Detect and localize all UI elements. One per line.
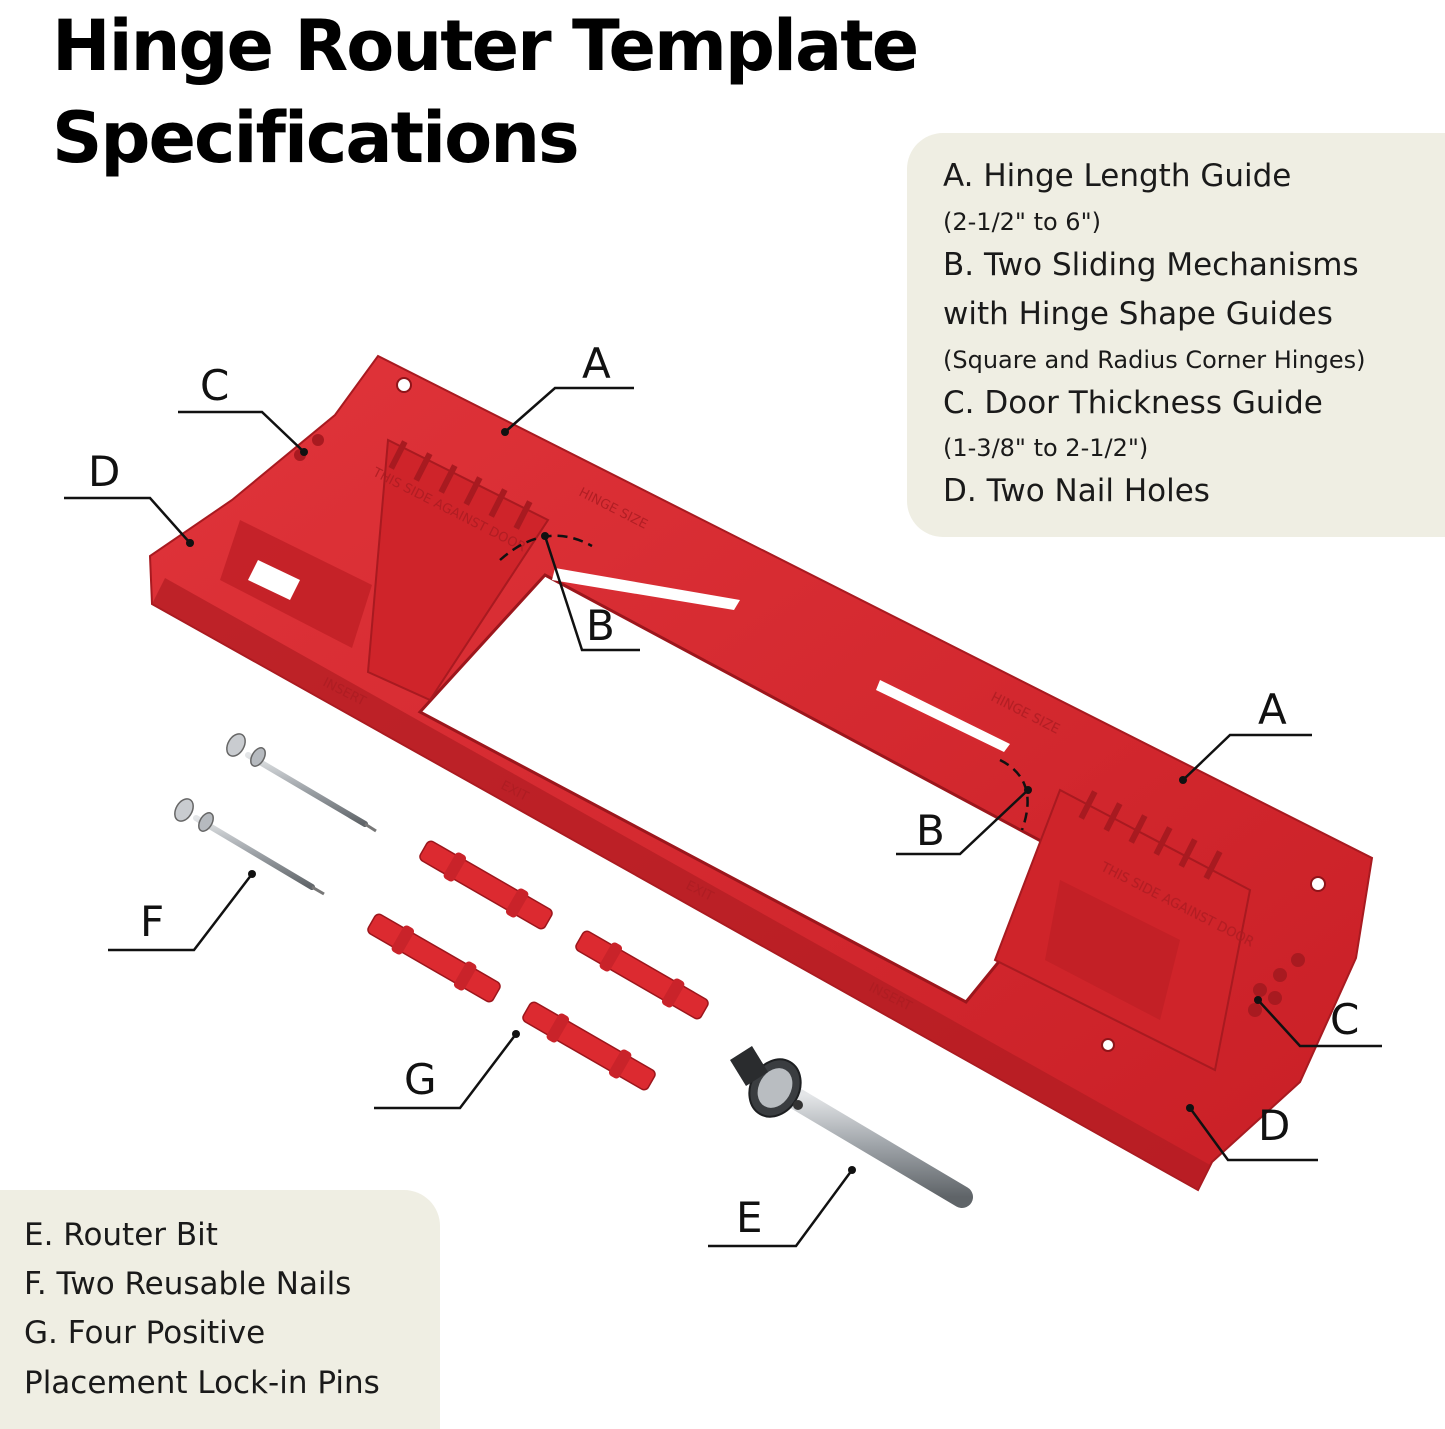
reusable-nails bbox=[174, 733, 377, 896]
callout-d-top: D bbox=[88, 447, 120, 496]
spec-f: F. Two Reusable Nails bbox=[24, 1266, 352, 1302]
callout-f: F bbox=[140, 897, 164, 946]
leader-lines bbox=[64, 386, 1382, 1248]
spec-panel-top bbox=[907, 133, 1445, 537]
title-line-1: Hinge Router Template bbox=[52, 5, 919, 87]
pin-1 bbox=[419, 840, 553, 930]
router-template bbox=[148, 354, 1374, 1192]
spec-c-sub: (1-3/8" to 2-1/2") bbox=[943, 434, 1149, 462]
spec-d-title: D. Two Nail Holes bbox=[943, 473, 1210, 509]
callout-a-top: A bbox=[582, 339, 611, 388]
spec-b-sub: (Square and Radius Corner Hinges) bbox=[943, 346, 1366, 374]
page-title: Hinge Router Template Specifications bbox=[52, 0, 919, 184]
spec-g-1: G. Four Positive bbox=[24, 1315, 266, 1351]
spec-a-title: A. Hinge Length Guide bbox=[943, 158, 1292, 194]
callout-b-left: B bbox=[586, 601, 615, 650]
callout-b-right: B bbox=[916, 806, 945, 855]
callout-e: E bbox=[736, 1193, 763, 1242]
pin-4 bbox=[522, 1001, 656, 1091]
title-line-2: Specifications bbox=[52, 97, 580, 179]
pin-2 bbox=[367, 913, 501, 1003]
spec-g-2: Placement Lock-in Pins bbox=[24, 1365, 380, 1401]
spec-c-title: C. Door Thickness Guide bbox=[943, 385, 1323, 421]
callout-g: G bbox=[404, 1055, 437, 1104]
spec-b-title-1: B. Two Sliding Mechanisms bbox=[943, 247, 1359, 283]
callout-c-right: C bbox=[1330, 995, 1359, 1044]
router-bit bbox=[730, 1046, 973, 1208]
lock-in-pins bbox=[367, 840, 709, 1091]
spec-panel-bottom bbox=[0, 1190, 440, 1429]
callout-c-top: C bbox=[200, 361, 229, 410]
callout-a-right: A bbox=[1258, 685, 1287, 734]
nail-1 bbox=[226, 733, 377, 833]
pin-3 bbox=[575, 930, 709, 1020]
spec-a-sub: (2-1/2" to 6") bbox=[943, 208, 1101, 236]
callout-d-right: D bbox=[1258, 1101, 1290, 1150]
nail-2 bbox=[174, 798, 325, 896]
spec-b-title-2: with Hinge Shape Guides bbox=[943, 296, 1333, 332]
spec-e: E. Router Bit bbox=[24, 1217, 218, 1253]
